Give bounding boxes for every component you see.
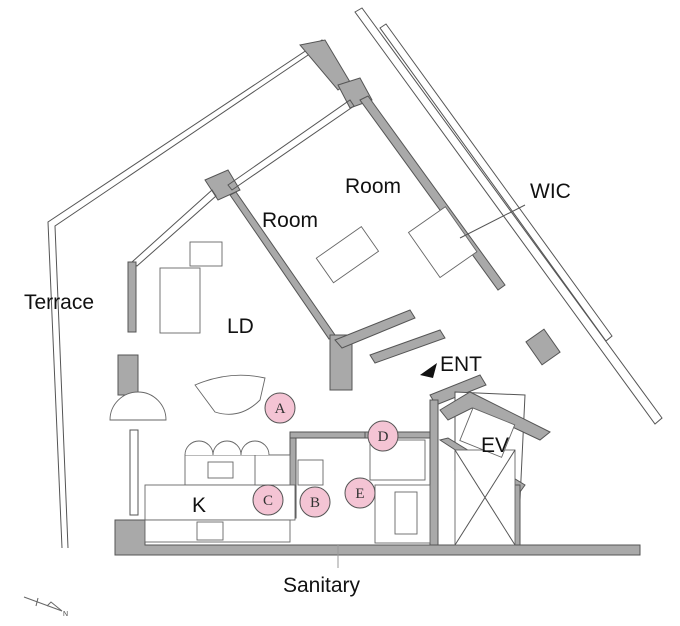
svg-text:B: B <box>310 495 320 511</box>
corridor-wall-inner <box>379 23 613 342</box>
svg-text:D: D <box>378 429 389 445</box>
marker-d: D <box>367 420 399 452</box>
column <box>525 328 561 366</box>
sanitary-label: Sanitary <box>283 574 361 597</box>
kitchen-label: K <box>192 494 206 517</box>
svg-text:C: C <box>263 493 273 509</box>
north-arrow-icon: N <box>23 596 68 618</box>
svg-text:N: N <box>63 611 68 618</box>
room-label: Room <box>345 175 401 198</box>
marker-b: B <box>299 486 331 518</box>
marker-a: A <box>264 392 296 424</box>
terrace-label: Terrace <box>24 291 94 314</box>
ld-label: LD <box>227 315 254 338</box>
entrance-arrow-icon <box>420 363 437 378</box>
ev-label: EV <box>481 434 509 457</box>
marker-e: E <box>344 477 376 509</box>
corridor-wall <box>354 7 663 425</box>
ent-label: ENT <box>440 353 482 376</box>
furniture <box>109 206 516 546</box>
svg-text:E: E <box>355 486 364 502</box>
wic-label: WIC <box>530 180 571 203</box>
room-label: Room <box>262 209 318 232</box>
svg-text:A: A <box>275 401 286 417</box>
marker-c: C <box>252 484 284 516</box>
